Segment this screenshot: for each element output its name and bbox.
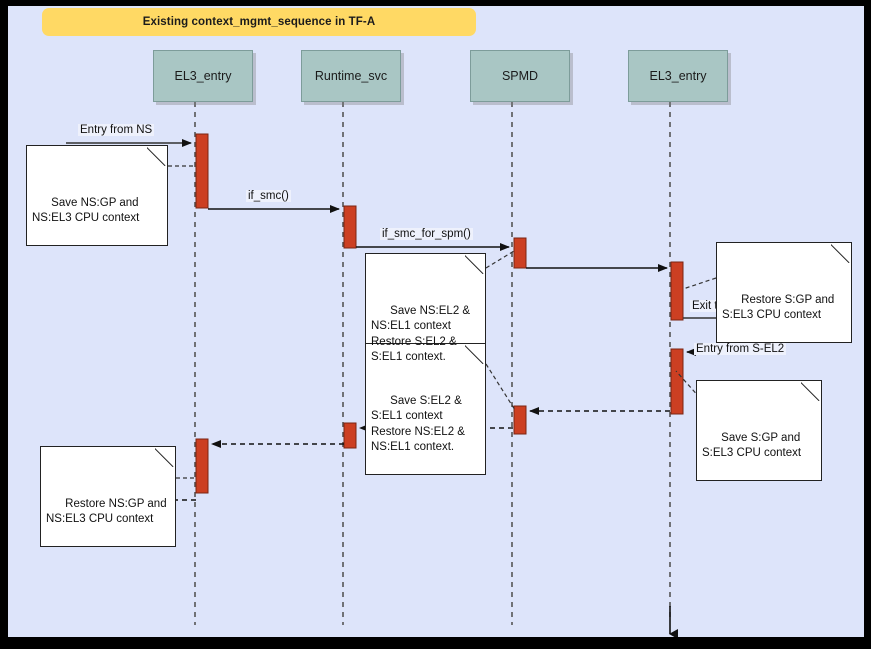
note-text-save-s-gp: Save S:GP and S:EL3 CPU context: [702, 431, 802, 460]
lifeline-head-spmd[interactable]: SPMD: [470, 50, 570, 102]
connector-note-restore-s-gp: [682, 277, 717, 290]
connector-note-save-s-el2: [485, 363, 516, 411]
note-fold-line-icon: [147, 145, 168, 166]
note-restore-ns-gp: Restore NS:GP and NS:EL3 CPU context: [40, 446, 176, 547]
message-label-if-smc: if_smc(): [246, 190, 291, 202]
activation-spmd-2: [513, 405, 527, 435]
note-connectors: [168, 165, 717, 479]
diagram-title-banner: Existing context_mgmt_sequence in TF-A: [42, 8, 476, 36]
lifeline-head-el3-entry-right[interactable]: EL3_entry: [628, 50, 728, 102]
message-label-entry-from-ns: Entry from NS: [78, 124, 155, 136]
lifeline-label-el3-entry-right: EL3_entry: [649, 69, 707, 83]
activation-el3-left-2: [195, 438, 209, 494]
activation-spmd-1: [513, 237, 527, 269]
connector-note-save-ns-el2: [485, 250, 515, 269]
note-text-restore-ns-gp: Restore NS:GP and NS:EL3 CPU context: [46, 497, 167, 526]
activation-bars: [195, 133, 684, 494]
message-label-if-smc-for-spm: if_smc_for_spm(): [380, 228, 473, 240]
diagram-surface: Existing context_mgmt_sequence in TF-A E…: [8, 6, 864, 637]
note-fold-line-icon: [831, 242, 852, 263]
solid-messages: [66, 139, 771, 322]
activation-runtime-svc-1: [343, 205, 357, 249]
note-text-save-ns-el2: Save NS:EL2 & NS:EL1 context Restore S:E…: [371, 304, 471, 364]
lifeline-label-el3-entry-left: EL3_entry: [174, 69, 232, 83]
note-save-s-gp: Save S:GP and S:EL3 CPU context: [696, 380, 822, 481]
diagram-vector-layer: [66, 102, 778, 637]
note-text-save-ns-gp: Save NS:GP and NS:EL3 CPU context: [32, 196, 140, 225]
note-fold-line-icon: [801, 380, 822, 401]
lifeline-label-runtime-svc: Runtime_svc: [314, 69, 388, 83]
note-restore-s-gp: Restore S:GP and S:EL3 CPU context: [716, 242, 852, 343]
lifeline-head-el3-entry-left[interactable]: EL3_entry: [153, 50, 253, 102]
note-fold-line-icon: [465, 343, 486, 364]
note-text-save-s-el2: Save S:EL2 & S:EL1 context Restore NS:EL…: [371, 394, 465, 454]
activation-runtime-svc-2: [343, 422, 357, 449]
note-save-s-el2: Save S:EL2 & S:EL1 context Restore NS:EL…: [365, 343, 486, 475]
connector-note-save-s-gp: [675, 370, 701, 399]
note-fold-line-icon: [465, 253, 486, 274]
diagram-title: Existing context_mgmt_sequence in TF-A: [142, 16, 376, 28]
activation-el3-right-2: [670, 348, 684, 415]
lifeline-dashes: [194, 102, 671, 625]
lifeline-label-spmd: SPMD: [501, 69, 539, 83]
note-text-restore-s-gp: Restore S:GP and S:EL3 CPU context: [722, 293, 835, 322]
note-save-ns-gp: Save NS:GP and NS:EL3 CPU context: [26, 145, 168, 246]
message-label-entry-from-s-el2: Entry from S-EL2: [694, 343, 787, 355]
note-fold-line-icon: [155, 446, 176, 467]
activation-el3-left-1: [195, 133, 209, 209]
activation-el3-right-1: [670, 261, 684, 321]
lifeline-head-runtime-svc[interactable]: Runtime_svc: [301, 50, 401, 102]
